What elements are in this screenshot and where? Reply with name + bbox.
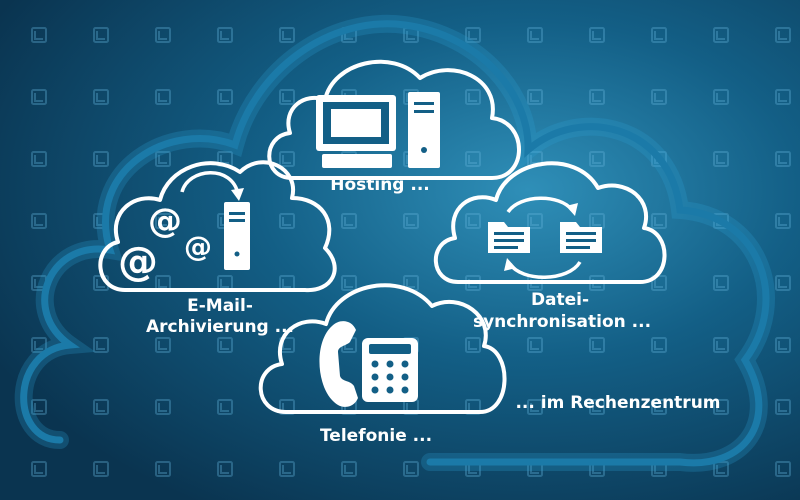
email-label-line2: Archivierung ...: [145, 317, 295, 337]
svg-text:@: @: [118, 239, 158, 285]
email-cloud-icon: [98, 160, 337, 293]
hosting-cloud-icon: [267, 59, 521, 180]
telephone-icon: [319, 321, 418, 407]
at-sign-icon: @: [148, 201, 182, 241]
folder-icon: [488, 222, 530, 253]
outer-cloud-icon: [14, 14, 775, 472]
sync-label-line1: Datei-: [530, 290, 590, 310]
sync-cloud-icon: [433, 161, 667, 284]
svg-text:@: @: [148, 201, 182, 241]
server-tower-icon: [224, 202, 250, 270]
sync-arrows-icon: [504, 196, 582, 279]
at-sign-icon: @: [118, 239, 158, 285]
phone-cloud-icon: [258, 283, 507, 414]
at-sign-icon: @: [184, 230, 212, 263]
sync-label-line2: synchronisation ...: [472, 312, 652, 332]
folder-icon: [560, 222, 602, 253]
phone-label: Telefonie ...: [319, 426, 433, 446]
monitor-icon: [316, 95, 396, 168]
curved-arrow-icon: [180, 171, 244, 201]
hosting-label: Hosting ...: [330, 175, 430, 195]
footer-text: ... im Rechenzentrum: [515, 393, 721, 413]
svg-text:@: @: [184, 230, 212, 263]
server-tower-icon: [408, 92, 440, 168]
email-label-line1: E-Mail-: [187, 296, 253, 316]
